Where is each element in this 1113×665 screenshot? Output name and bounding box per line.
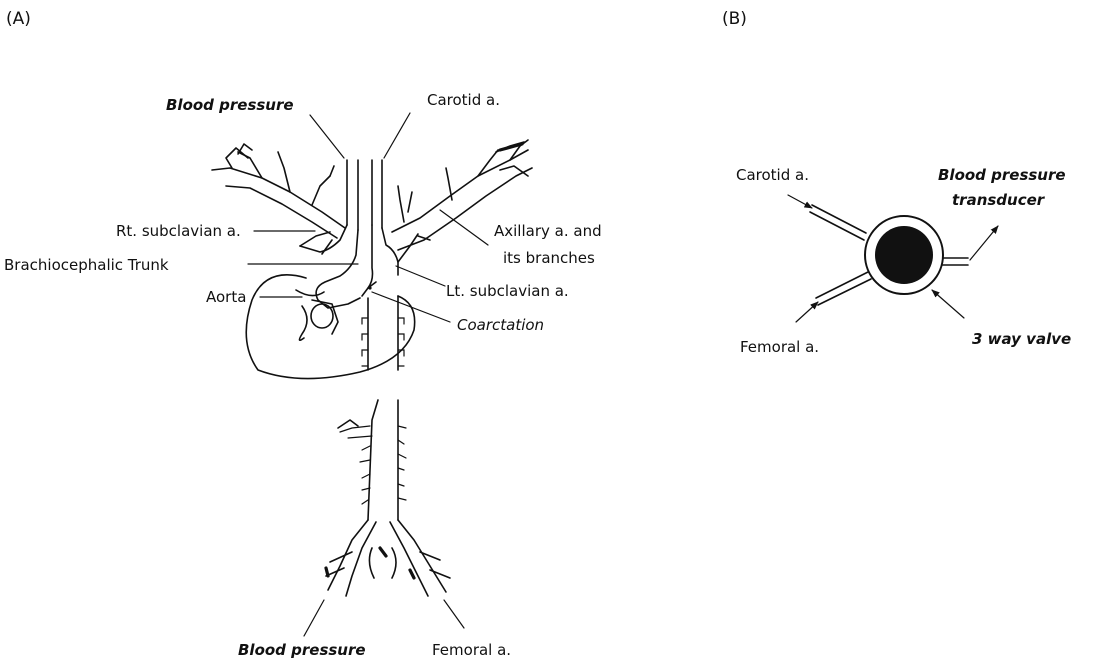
leader-axillary [440,210,488,245]
label-axillary-2: its branches [503,249,595,267]
arterial-tree [212,140,532,596]
left-iliac-outer [328,520,368,590]
left-branch-4 [446,168,452,200]
valve-diagram [810,205,968,305]
label-rt-subclavian: Rt. subclavian a. [116,222,241,240]
label-blood-pressure-top: Blood pressure [166,96,294,114]
label-axillary-1: Axillary a. and [494,222,602,240]
leader-carotid [384,113,410,158]
left-iliac-branches [326,552,352,576]
left-branch-2 [500,166,528,176]
left-branch-7 [408,192,412,212]
label-brachiocephalic: Brachiocephalic Trunk [4,256,169,274]
intercostal-left-upper [362,318,368,366]
right-femoral-mark [410,570,414,578]
leader-femoral [444,600,464,628]
right-branch-tip-2 [330,166,334,176]
label-carotid: Carotid a. [427,91,500,109]
right-branch-1 [278,152,290,192]
valve-core [875,226,933,284]
heart-vessel-2 [299,306,307,340]
coarctation-dot [368,286,371,289]
label-femoral: Femoral a. [432,641,511,659]
carotid-tube-line-2 [810,212,864,240]
label-coarctation: Coarctation [457,316,544,334]
panel-label-b: (B) [722,9,747,29]
aortic-valve [311,304,333,328]
celiac-branch [338,420,358,428]
label-aorta: Aorta [206,288,246,306]
left-arm-artery-a [392,150,528,232]
right-branch-4 [312,176,330,205]
carotid-tube-line-1 [812,205,866,233]
arrow-carotid [788,195,812,208]
label-b-femoral: Femoral a. [740,338,819,356]
right-arm-artery-b [226,186,337,238]
left-branch-1 [478,150,498,176]
leader-blood-pressure-bottom [304,600,324,636]
pelvic-dark-mark [380,548,386,556]
arrow-transducer [970,226,998,260]
left-carotid-vessel [368,225,373,288]
left-iliac-inner [346,522,376,596]
arrow-valve [932,290,964,318]
heart-outline [246,275,414,379]
left-femoral-mark [326,568,328,576]
leader-coarctation [372,292,450,322]
arrow-femoral [796,302,818,322]
label-b-transducer-2: transducer [952,191,1046,209]
rt-subclavian-ring [300,232,330,246]
abdominal-branches-left [340,426,372,504]
label-blood-pressure-bottom: Blood pressure [238,641,366,659]
label-b-carotid: Carotid a. [736,166,809,184]
leader-lt-subclavian [396,266,445,286]
label-b-transducer-1: Blood pressure [938,166,1066,184]
right-arm-artery-a [212,168,345,228]
left-branch-6 [398,186,404,222]
right-iliac-outer [398,520,446,592]
heart-vessel-1 [296,290,324,296]
abdominal-branches-right [398,426,406,500]
left-subclavian-origin [382,228,398,275]
panel-label-a: (A) [6,9,31,29]
intercostal-right-upper [398,318,404,366]
right-branch-3 [226,148,248,168]
label-b-valve: 3 way valve [972,330,1071,348]
leader-blood-pressure-top [310,115,344,158]
label-lt-subclavian: Lt. subclavian a. [446,282,569,300]
